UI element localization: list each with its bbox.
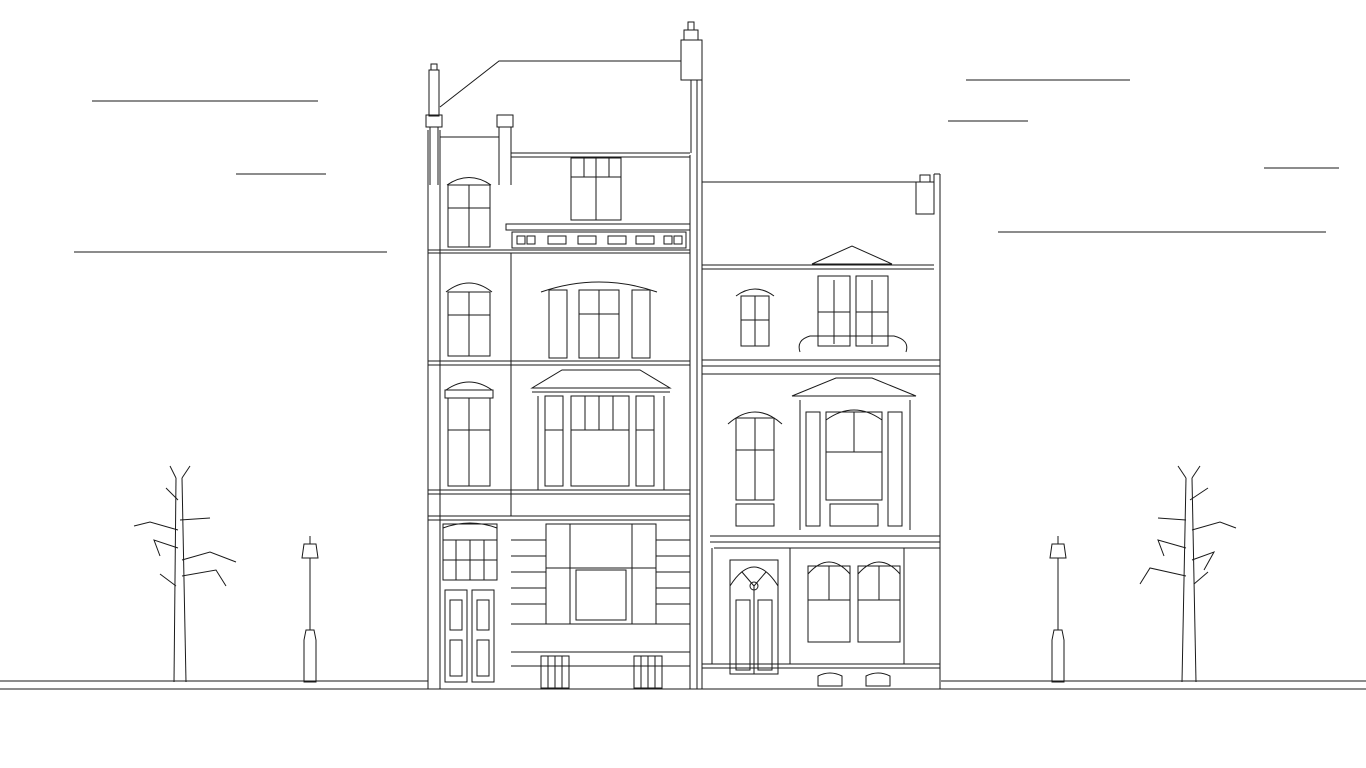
- sky-lines: [74, 80, 1339, 252]
- street-lamps: [302, 536, 1066, 682]
- tree-right: [1140, 466, 1236, 682]
- bare-trees: [134, 466, 1236, 682]
- left-townhouse: [426, 22, 702, 689]
- ground-line: [0, 681, 1366, 689]
- right-townhouse: [702, 174, 940, 689]
- street-lamp-right: [1050, 536, 1066, 682]
- tree-left: [134, 466, 236, 682]
- street-lamp-left: [302, 536, 318, 682]
